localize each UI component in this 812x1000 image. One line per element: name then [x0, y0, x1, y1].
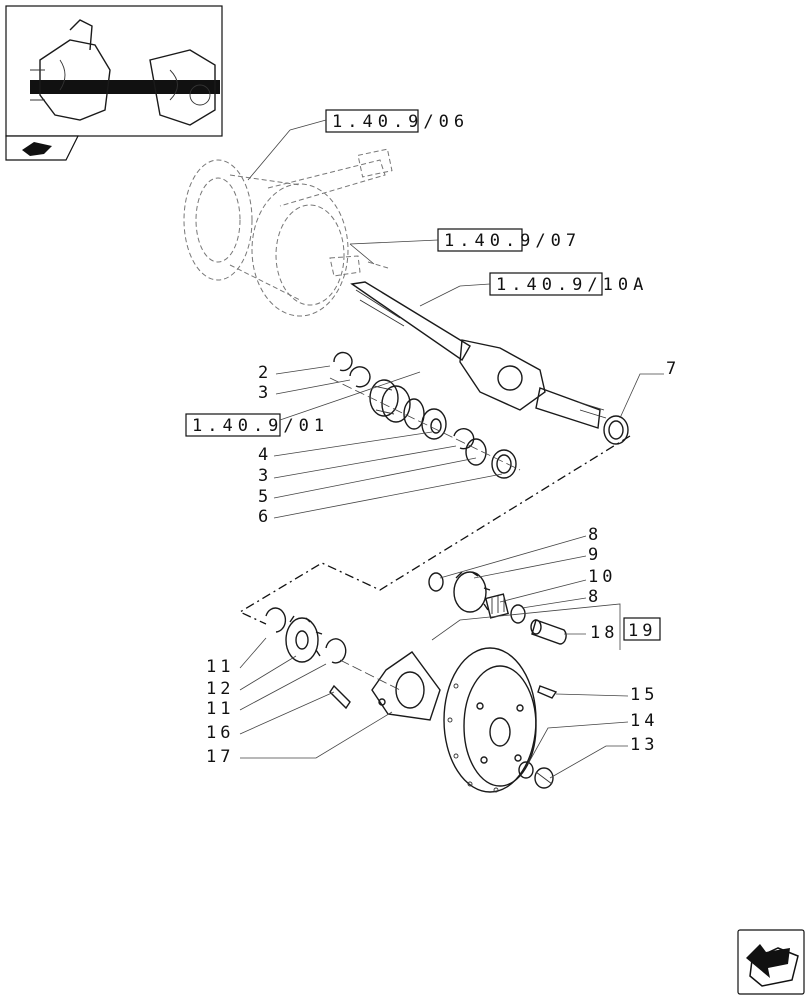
callout-3-upper: 3	[258, 383, 272, 403]
snap-ring-3-upper	[349, 366, 371, 388]
o-ring	[403, 398, 425, 430]
reference-1-40-9-07[interactable]: 1.40.9/07	[437, 228, 581, 252]
routing-line-upper	[238, 435, 631, 625]
svg-text:1.40.9/06: 1.40.9/06	[332, 112, 469, 132]
book-arrow-icon[interactable]	[5, 135, 79, 161]
routing-line-18-bracket	[431, 603, 621, 650]
callout-16: 16	[206, 723, 234, 743]
reference-1-40-9-06[interactable]: 1.40.9/06	[325, 109, 469, 133]
washer-8-upper	[428, 572, 444, 592]
ring-5	[465, 438, 487, 466]
callout-4: 4	[258, 445, 272, 465]
gear-9	[453, 571, 491, 613]
seal-6	[491, 449, 517, 479]
callout-10: 10	[588, 567, 616, 587]
callout-6: 6	[258, 507, 272, 527]
callout-11-lower: 11	[206, 699, 234, 719]
callout-15: 15	[630, 685, 658, 705]
callout-9: 9	[588, 545, 602, 565]
bolt-15	[537, 685, 558, 699]
gear-12	[285, 615, 323, 663]
snap-ring-11-left	[265, 607, 287, 633]
callout-8-lower: 8	[588, 587, 602, 607]
snap-ring-11-right	[325, 638, 347, 664]
next-page-arrow-icon[interactable]	[737, 929, 805, 995]
hub-flange	[443, 647, 537, 793]
callout-12: 12	[206, 679, 234, 699]
differential-assembly-phantom	[183, 148, 393, 317]
callout-leaders	[239, 119, 664, 779]
gear-axis-dashed	[339, 659, 401, 691]
svg-text:1.40.9/07: 1.40.9/07	[444, 231, 581, 251]
snap-ring-2	[333, 351, 353, 372]
axle-assembly-thumbnail[interactable]	[5, 5, 223, 137]
callout-7: 7	[666, 359, 680, 379]
seal-7	[603, 415, 629, 445]
reference-1-40-9-10a[interactable]: 1.40.9/10A	[489, 272, 648, 296]
callout-8-upper: 8	[588, 525, 602, 545]
washer-8-lower	[510, 604, 526, 624]
bolt-16	[329, 684, 351, 710]
callout-19: 19	[628, 621, 656, 641]
bearing-4	[421, 408, 447, 440]
callout-3-lower: 3	[258, 466, 272, 486]
callout-5: 5	[258, 487, 272, 507]
callout-18: 18	[590, 623, 618, 643]
pin-18	[530, 619, 567, 645]
svg-text:1.40.9/01: 1.40.9/01	[192, 416, 329, 436]
callout-13: 13	[630, 735, 658, 755]
washer-14	[518, 761, 534, 779]
callout-17: 17	[206, 747, 234, 767]
callout-14: 14	[630, 711, 658, 731]
bracket-17	[371, 651, 441, 721]
svg-text:1.40.9/10A: 1.40.9/10A	[496, 275, 648, 295]
axle-shaft	[350, 281, 607, 429]
callout-11-upper: 11	[206, 657, 234, 677]
shaft-axis-dashed	[329, 377, 521, 471]
callout-2: 2	[258, 363, 272, 383]
sliding-sleeve	[369, 379, 411, 423]
nut-13	[534, 767, 554, 789]
needle-bearing-10	[484, 593, 510, 619]
reference-1-40-9-01[interactable]: 1.40.9/01	[185, 413, 329, 437]
